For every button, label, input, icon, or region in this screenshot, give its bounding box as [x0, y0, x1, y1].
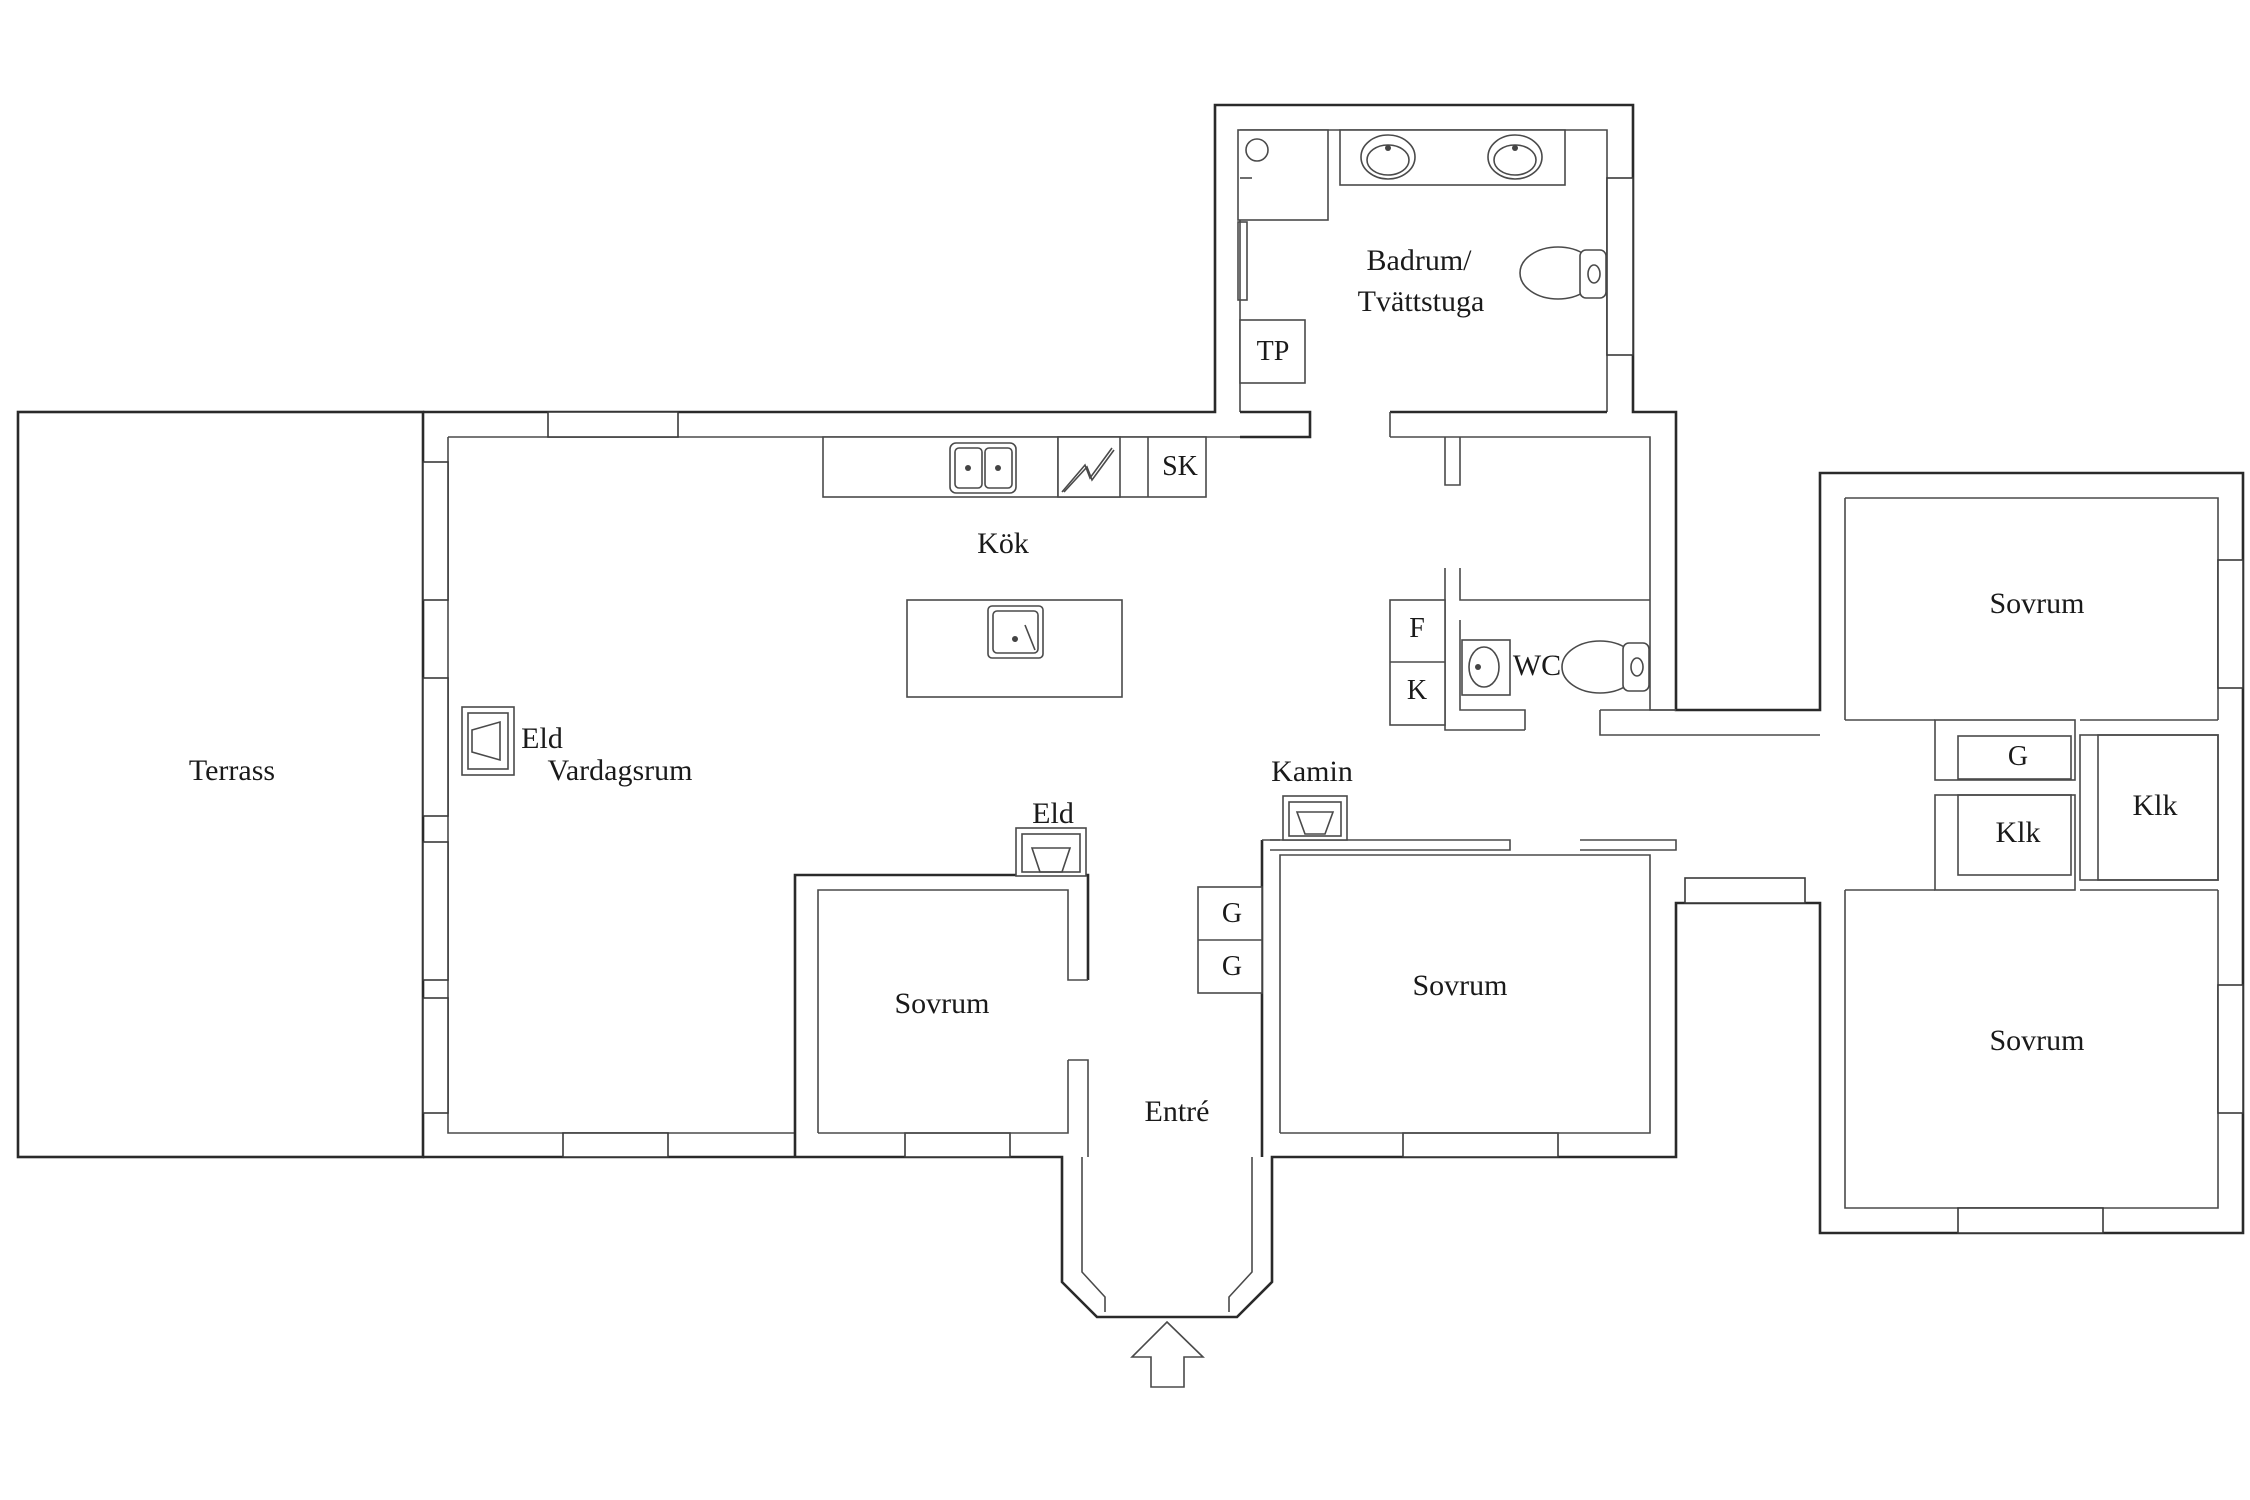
- room-label-klk: Klk: [2133, 789, 2178, 822]
- room-label-sovrum: Sovrum: [1412, 969, 1507, 1002]
- entrance-closets: G G: [1197, 886, 1263, 994]
- tp-label: TP: [1257, 336, 1290, 367]
- room-label-sovrum: Sovrum: [1989, 1024, 2084, 1057]
- kitchen-counter: [822, 436, 1207, 498]
- kamin-label: Kamin: [1271, 755, 1353, 788]
- g-label: G: [1222, 951, 1242, 982]
- room-label-sovrum: Sovrum: [1989, 587, 2084, 620]
- room-label-wc: WC: [1513, 649, 1561, 682]
- k-label: K: [1407, 675, 1427, 706]
- eld-label: Eld: [521, 722, 563, 755]
- kitchen-island: [906, 599, 1123, 698]
- toilet-icon: [1519, 246, 1607, 300]
- room-label-sovrum: Sovrum: [894, 987, 989, 1020]
- room-label-vardagsrum: Vardagsrum: [548, 754, 693, 787]
- shower-icon: [1237, 129, 1329, 301]
- room-label-klk: Klk: [1996, 816, 2041, 849]
- g-label: G: [1222, 898, 1242, 929]
- sk-label: SK: [1162, 451, 1198, 482]
- wc-fixtures: F K: [1389, 599, 1650, 726]
- fireplace-icon: [1015, 827, 1087, 877]
- washbasin-icon: [1461, 639, 1511, 696]
- room-labels: Terrass Kök Vardagsrum Badrum/ Tvättstug…: [189, 244, 2178, 1128]
- arrow-up-icon: [1130, 1320, 1205, 1388]
- g-label: G: [2008, 741, 2028, 772]
- toilet-icon: [1561, 640, 1650, 694]
- room-label-terrass: Terrass: [189, 754, 275, 787]
- washbasin-icon: [1487, 134, 1543, 180]
- room-label-badrum: Badrum/: [1367, 244, 1473, 277]
- exterior-walls: [423, 103, 2245, 1319]
- washbasin-icon: [1360, 134, 1416, 180]
- f-label: F: [1409, 613, 1425, 644]
- fireplace-icon: [461, 706, 515, 776]
- sink-icon: [987, 605, 1044, 659]
- fireplace-icon: [1282, 795, 1348, 841]
- interior-walls: [793, 410, 2219, 1157]
- room-label-kok: Kök: [977, 527, 1029, 560]
- bathroom-fixtures: TP: [1237, 129, 1607, 384]
- room-label-entre: Entré: [1145, 1095, 1210, 1128]
- room-label-tvattstuga: Tvättstuga: [1358, 285, 1485, 318]
- eld-label: Eld: [1032, 797, 1074, 830]
- stove-icon: [1057, 436, 1121, 498]
- windows: [422, 177, 2244, 1234]
- double-sink-icon: [949, 442, 1017, 494]
